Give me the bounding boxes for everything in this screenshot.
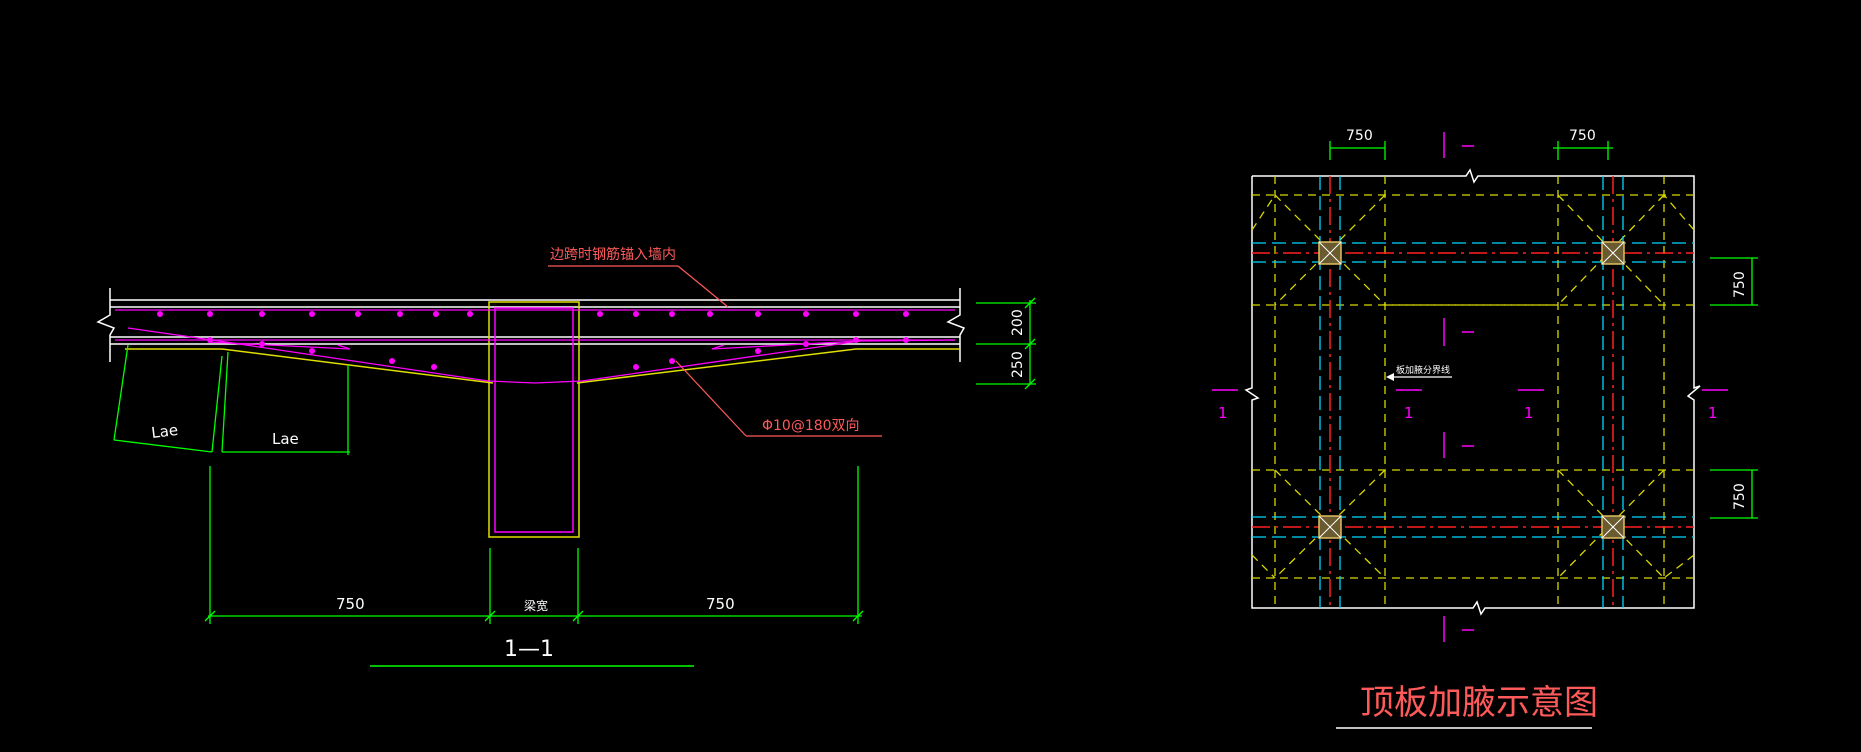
plan-drawing: 750 750 750 750 1 1 [1212, 128, 1758, 729]
inner-note-arrow-icon [1386, 373, 1394, 381]
plan-border [1244, 168, 1701, 616]
plan-dim-right-top: 750 [1732, 271, 1748, 298]
plan-dims-right [1710, 257, 1758, 519]
plan-dim-top-right: 750 [1569, 128, 1596, 144]
slab-outline [96, 288, 966, 362]
plan-dims-top [1329, 141, 1613, 160]
thickness-dimension [976, 297, 1036, 390]
section-title: 1—1 [504, 637, 554, 662]
break-symbol-right [946, 288, 966, 362]
annotation-rebar-spec: Φ10@180双向 [762, 418, 860, 434]
dim-thickness-200: 200 [1010, 309, 1026, 336]
plan-dim-right-bottom: 750 [1732, 483, 1748, 510]
dim-right-750: 750 [706, 595, 735, 613]
dim-thickness-250: 250 [1010, 351, 1026, 378]
dim-beam-width: 梁宽 [524, 598, 548, 613]
section-cut-marks [1212, 132, 1728, 642]
inner-note: 板加腋分界线 [1396, 364, 1450, 376]
section-mark-left: 1 [1218, 404, 1228, 422]
lae-dimension-lines [113, 344, 350, 455]
plan-title: 顶板加腋示意图 [1360, 683, 1598, 723]
dim-left-750: 750 [336, 595, 365, 613]
rebar-dots [157, 311, 909, 370]
plan-columns [1318, 241, 1625, 539]
lae-label-left: Lae [150, 421, 179, 442]
section-1-1-drawing: Lae Lae 750 梁宽 750 200 250 [96, 246, 1036, 667]
lae-label-right: Lae [272, 430, 299, 448]
plan-dim-top-left: 750 [1346, 128, 1373, 144]
beam-rebar [494, 307, 574, 533]
haunch-dashed-lines [1251, 176, 1695, 608]
section-mark-inner-left: 1 [1404, 404, 1414, 422]
annotation-leaders [548, 265, 882, 437]
beam-outline [488, 301, 580, 538]
bottom-dimension [204, 466, 864, 624]
break-symbol-left [96, 288, 116, 362]
annotation-edge-span: 边跨时钢筋锚入墙内 [550, 246, 676, 263]
haunch-outline [125, 301, 960, 538]
slab-rebar [115, 309, 956, 384]
grid-lines-red [1252, 176, 1694, 608]
grid-lines-cyan [1252, 176, 1694, 608]
section-mark-right: 1 [1708, 404, 1718, 422]
column-crosses [1318, 241, 1625, 539]
section-mark-inner-right: 1 [1524, 404, 1534, 422]
